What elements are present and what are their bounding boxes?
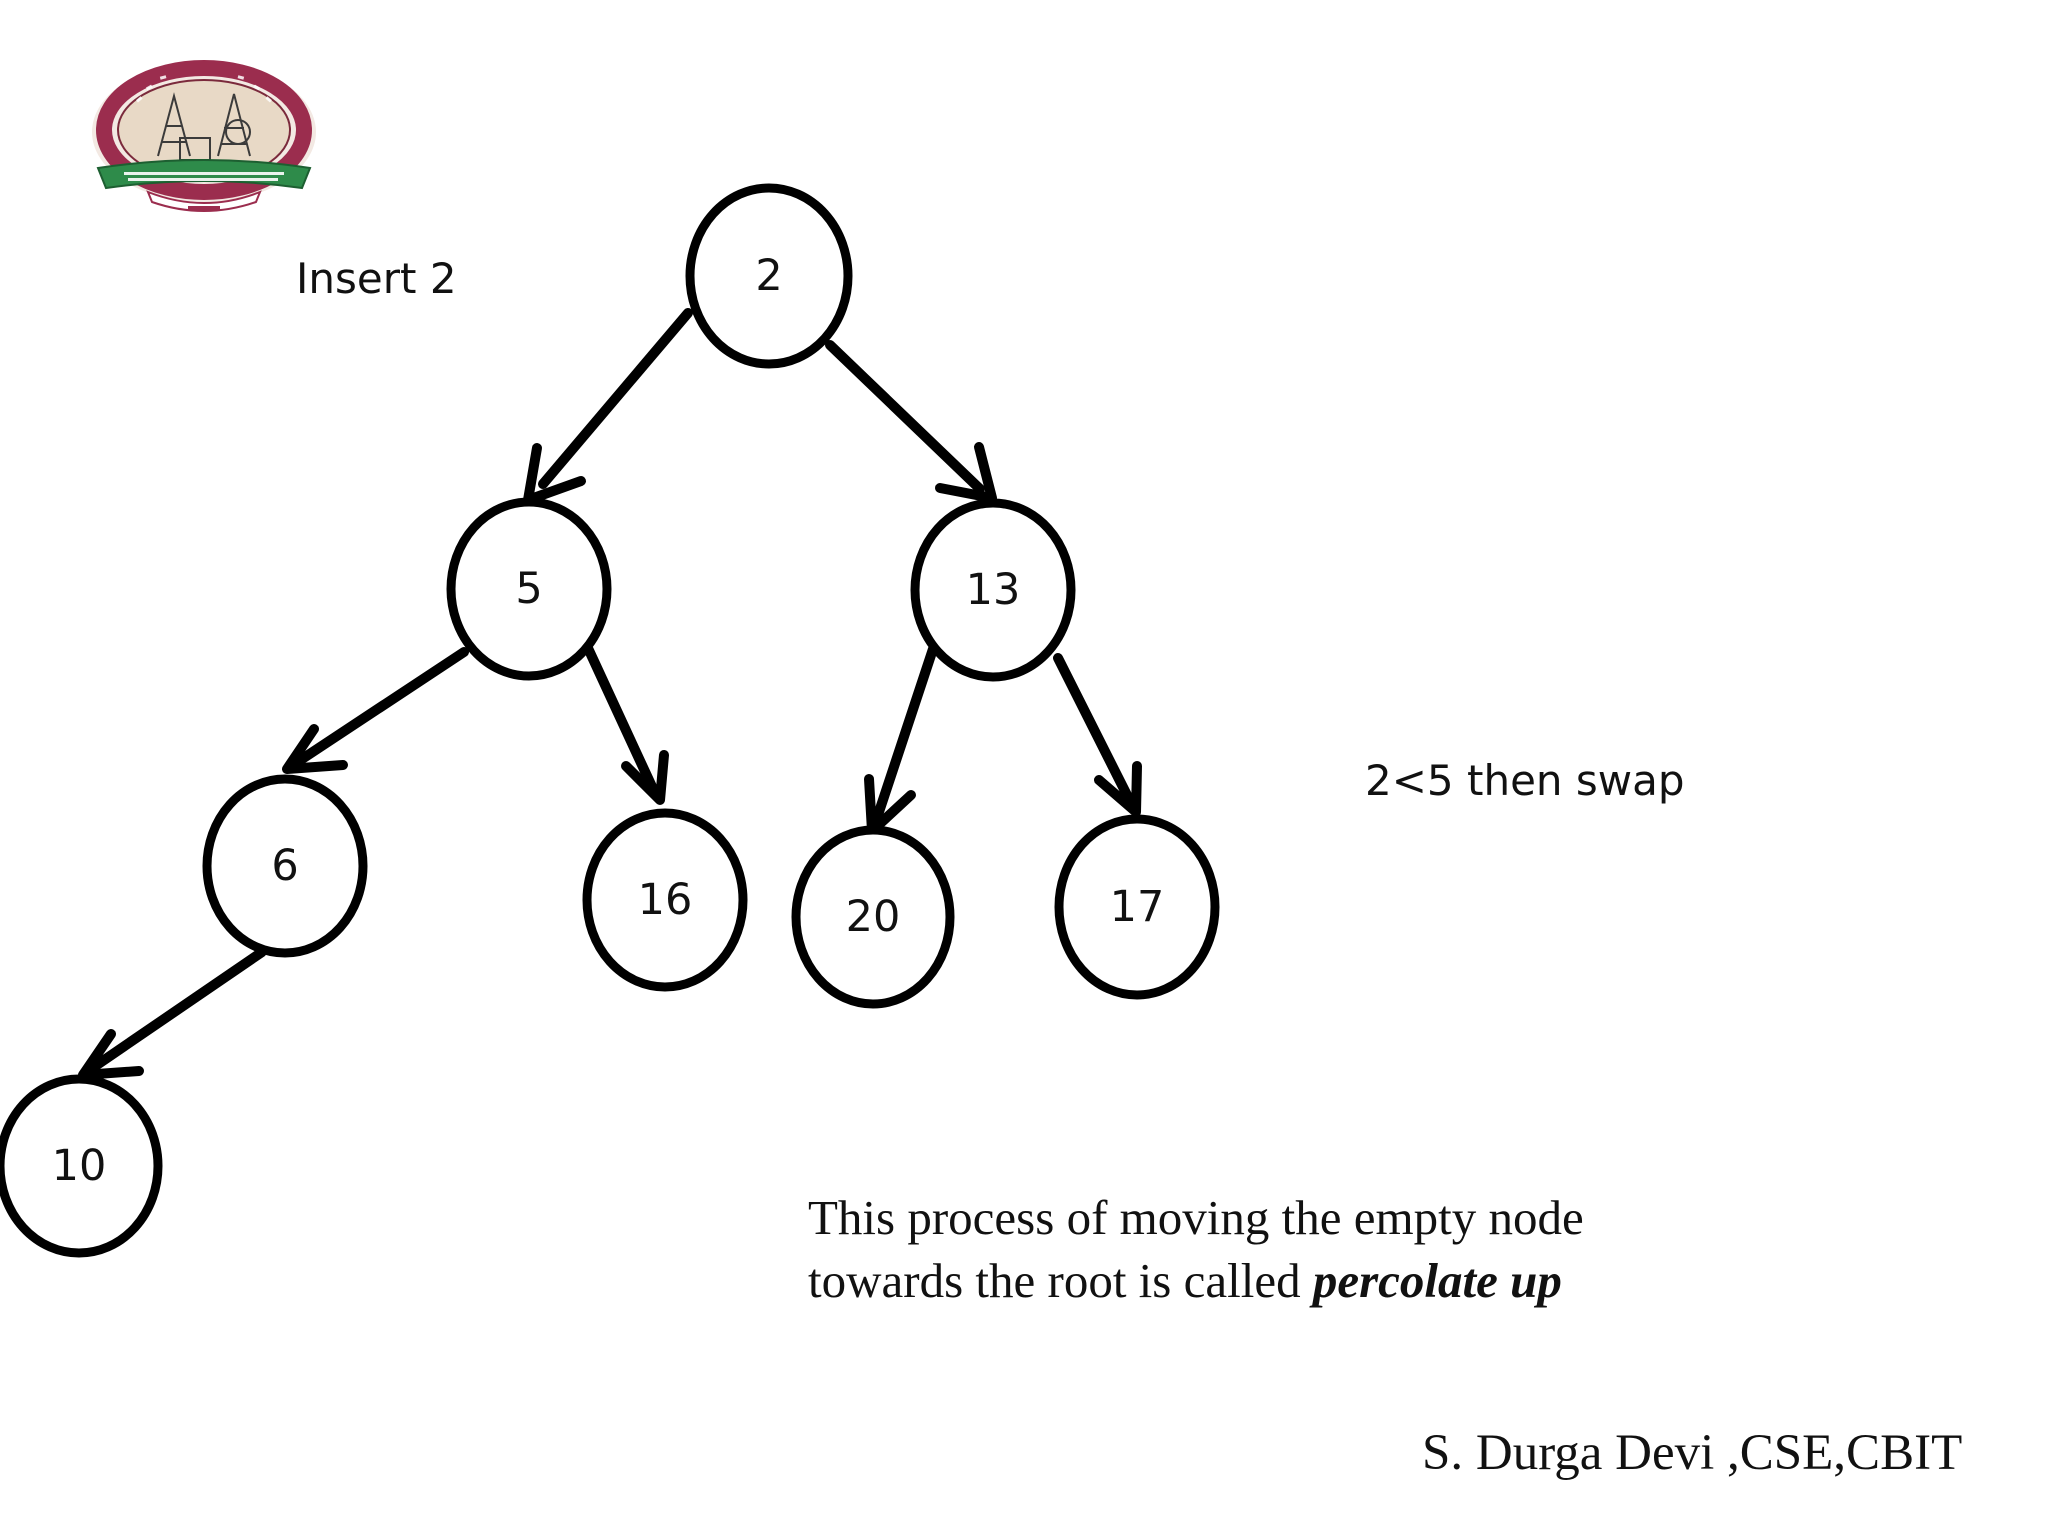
step-label: Insert 2 <box>296 254 457 303</box>
edge-13-to-17 <box>1053 653 1142 817</box>
heap-node-root: 2 <box>685 183 853 369</box>
comparison-note: 2<5 then swap <box>1365 756 1685 805</box>
edge-2-to-5 <box>523 308 693 505</box>
node-value: 17 <box>1110 882 1165 932</box>
heap-node-6: 6 <box>202 774 368 958</box>
edge-5-to-6 <box>282 647 469 774</box>
tree-edges <box>78 308 1142 1080</box>
heap-node-5: 5 <box>446 497 612 681</box>
edge-2-to-13 <box>825 340 997 503</box>
edge-13-to-20 <box>864 644 938 836</box>
percolate-note-line-2: towards the root is called percolate up <box>808 1249 1708 1312</box>
node-value: 13 <box>966 565 1021 615</box>
heap-node-17: 17 <box>1054 814 1220 1000</box>
node-value: 10 <box>52 1141 107 1191</box>
heap-node-13: 13 <box>910 498 1076 682</box>
edge-5-to-16 <box>582 641 669 805</box>
node-value: 16 <box>638 875 693 925</box>
percolate-note-prefix: towards the root is called <box>808 1253 1313 1308</box>
heap-node-16: 16 <box>582 808 748 992</box>
node-value: 6 <box>271 841 298 891</box>
percolate-note: This process of moving the empty node to… <box>808 1186 1708 1312</box>
percolate-up-term: percolate up <box>1312 1253 1562 1308</box>
node-value: 2 <box>755 251 782 301</box>
node-value: 20 <box>846 892 901 942</box>
heap-node-20: 20 <box>791 825 955 1009</box>
edge-6-to-10 <box>78 947 267 1080</box>
node-value: 5 <box>515 564 542 614</box>
heap-node-10: 10 <box>0 1074 163 1258</box>
author-credit: S. Durga Devi ,CSE,CBIT <box>1422 1425 1963 1481</box>
institute-seal-icon <box>92 60 316 212</box>
percolate-note-line-1: This process of moving the empty node <box>808 1190 1584 1245</box>
